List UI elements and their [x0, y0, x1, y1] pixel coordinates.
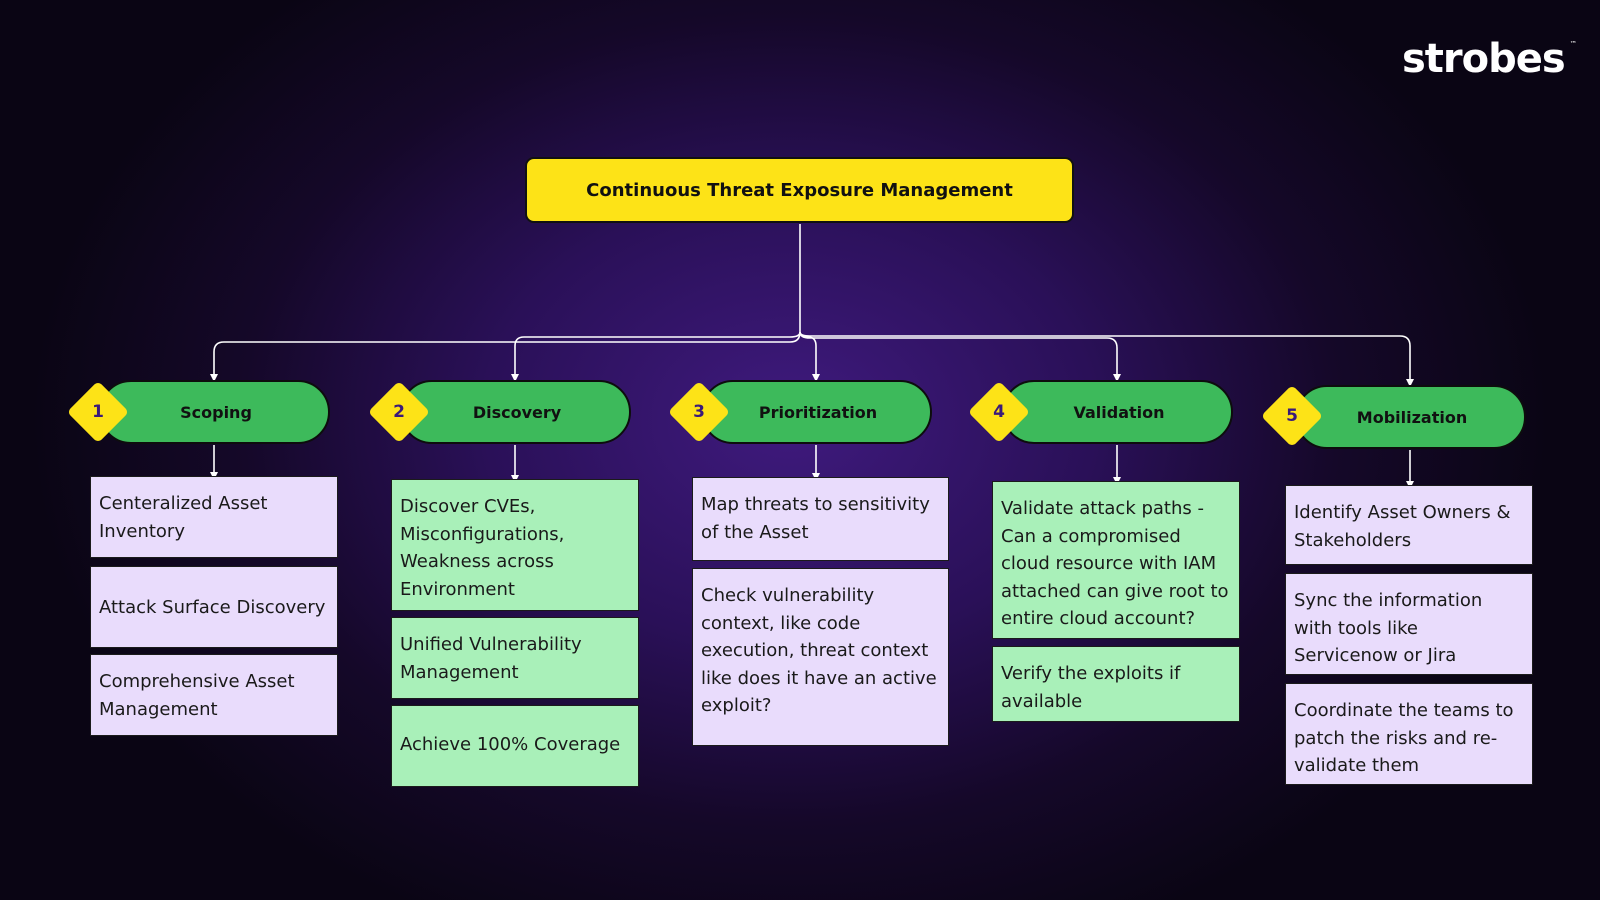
stage-number: 1 [92, 402, 104, 422]
prioritization-item-card: Check vulnerability context, like code e… [692, 568, 949, 746]
discovery-item-card: Achieve 100% Coverage [391, 705, 639, 787]
connector-root-to-validation [799, 331, 1121, 382]
connector-root-to-discovery [511, 331, 801, 382]
connector-root-to-mobilization [799, 331, 1414, 387]
stage-pill-validation: Validation [1002, 380, 1233, 444]
stage-pill-scoping: Scoping [99, 380, 330, 444]
stage-number: 4 [993, 402, 1005, 422]
stage-label: Scoping [180, 402, 252, 422]
scoping-item-card: Comprehensive Asset Management [90, 654, 338, 736]
stage-pill-mobilization: Mobilization [1295, 385, 1526, 449]
root-title: Continuous Threat Exposure Management [586, 179, 1013, 201]
connector-root-to-scoping [210, 224, 801, 382]
stage-label: Prioritization [758, 402, 878, 422]
stage-label: Validation [1073, 402, 1165, 422]
stage-pill-prioritization: Prioritization [701, 380, 932, 444]
mobilization-item-card: Identify Asset Owners & Stakeholders [1285, 485, 1533, 565]
connector-root-to-prioritization [799, 331, 820, 382]
stage-label: Discovery [472, 402, 562, 422]
trademark-mark: ™ [1569, 40, 1577, 48]
root-node: Continuous Threat Exposure Management [525, 157, 1074, 223]
mobilization-item-card: Sync the information with tools like Ser… [1285, 573, 1533, 675]
brand-name: strobes [1402, 36, 1566, 82]
scoping-item-card: Attack Surface Discovery [90, 566, 338, 648]
validation-item-card: Validate attack paths - Can a compromise… [992, 481, 1240, 639]
strobes-logo: strobes ™ [1402, 36, 1577, 82]
prioritization-item-card: Map threats to sensitivity of the Asset [692, 477, 949, 561]
stage-pill-discovery: Discovery [400, 380, 631, 444]
stage-number: 2 [393, 402, 405, 422]
mobilization-item-card: Coordinate the teams to patch the risks … [1285, 683, 1533, 785]
discovery-item-card: Discover CVEs, Misconfigurations, Weakne… [391, 479, 639, 611]
scoping-item-card: Centeralized Asset Inventory [90, 476, 338, 558]
stage-label: Mobilization [1356, 407, 1468, 427]
discovery-item-card: Unified Vulnerability Management [391, 617, 639, 699]
stage-number: 5 [1286, 406, 1298, 426]
validation-item-card: Verify the exploits if available [992, 646, 1240, 722]
stage-number: 3 [693, 402, 705, 422]
